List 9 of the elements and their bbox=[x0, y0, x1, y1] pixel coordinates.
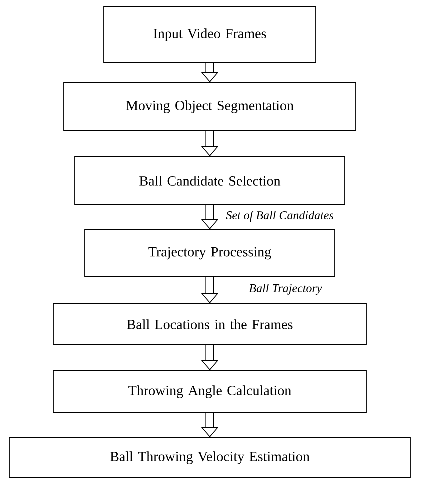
process-box: Ball Candidate Selection bbox=[74, 156, 346, 206]
process-box: Ball Throwing Velocity Estimation bbox=[9, 438, 411, 478]
process-box: Input Video Frames bbox=[104, 6, 316, 64]
process-box: Trajectory Processing bbox=[84, 230, 336, 278]
edge-label: Set of Ball Candidates bbox=[226, 211, 334, 222]
process-box: Throwing Angle Calculation bbox=[53, 370, 367, 414]
process-box: Ball Locations in the Frames bbox=[53, 304, 367, 346]
edge-label: Ball Trajectory bbox=[249, 284, 322, 295]
process-box: Moving Object Segmentation bbox=[64, 82, 356, 132]
